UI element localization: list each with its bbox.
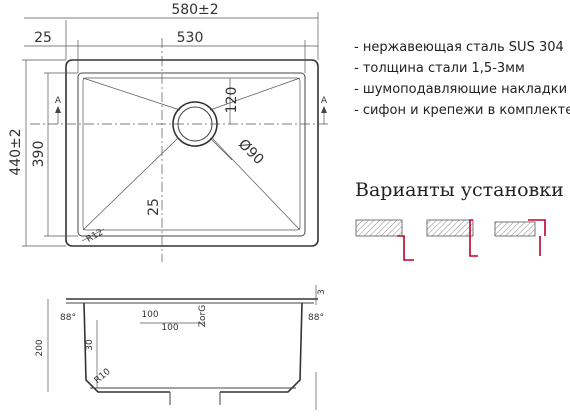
install-variant-flush bbox=[426, 219, 478, 257]
install-variant-overmount bbox=[494, 219, 546, 256]
section-depth-small-label: 30 bbox=[85, 339, 95, 351]
drain-diameter-label: Ø90 bbox=[235, 136, 267, 168]
spec-list: - нержавеющая сталь SUS 304 - толщина ст… bbox=[354, 40, 570, 118]
install-variants bbox=[355, 219, 546, 261]
section-depth-label: 200 bbox=[35, 339, 45, 356]
section-bottom-radius: R10 bbox=[93, 367, 113, 386]
sink-bowl-outline bbox=[82, 77, 301, 231]
section-left-angle: 88° bbox=[60, 313, 76, 323]
spec-item-pads: - шумоподавляющие накладки bbox=[354, 82, 567, 97]
section-view: 200 30 88° 88° 3 R10 100 100 ZorG bbox=[35, 285, 327, 410]
sink-outer-outline bbox=[65, 59, 319, 247]
section-right-angle: 88° bbox=[308, 313, 324, 323]
overall-width-label: 580±2 bbox=[171, 2, 218, 18]
inner-depth-label: 390 bbox=[31, 141, 47, 168]
sink-inner-outline bbox=[77, 72, 306, 237]
section-thickness: 3 bbox=[317, 289, 327, 295]
spec-item-siphon: - сифон и крепежи в комплекте bbox=[354, 103, 570, 118]
spec-item-material: - нержавеющая сталь SUS 304 bbox=[354, 40, 564, 55]
bottom-offset-label: 25 bbox=[146, 198, 162, 216]
spec-item-thickness: - толщина стали 1,5-3мм bbox=[354, 61, 525, 76]
section-mark-right: A bbox=[321, 96, 328, 106]
flange-width-label: 25 bbox=[34, 30, 52, 46]
section-mark-left: A bbox=[55, 96, 62, 106]
top-view: 580±2 530 25 440±2 390 120 Ø90 25 R12 A … bbox=[8, 2, 330, 262]
overall-depth-label: 440±2 bbox=[8, 128, 24, 175]
inner-width-label: 530 bbox=[177, 30, 204, 46]
install-variants-title: Варианты установки bbox=[355, 179, 564, 201]
section-offset-label: 100 bbox=[161, 323, 178, 333]
drain-offset-label: 120 bbox=[224, 87, 240, 114]
section-offset-left-label: 100 bbox=[141, 310, 158, 320]
section-logo: ZorG bbox=[198, 305, 208, 327]
install-variant-undermount bbox=[355, 219, 414, 261]
